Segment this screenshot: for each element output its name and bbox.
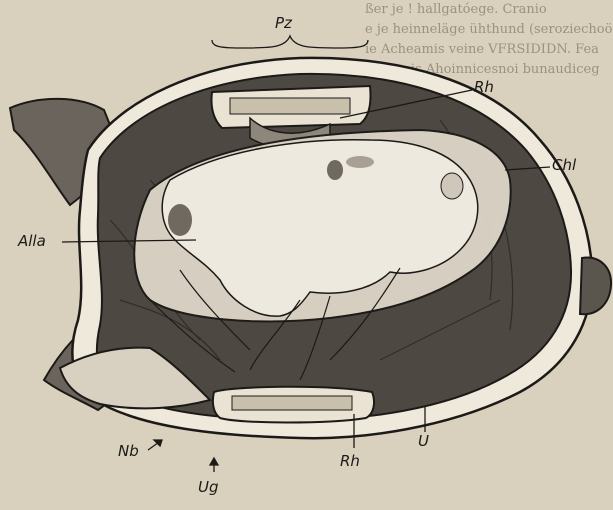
label-u: U	[418, 432, 429, 450]
cervix-bulge	[580, 258, 611, 315]
pigment-spot	[168, 204, 192, 236]
pigment-spot	[346, 156, 374, 168]
label-alla: Alla	[18, 232, 46, 250]
label-pz: Pz	[275, 14, 292, 32]
placental-stripes	[230, 98, 350, 114]
label-rh-bottom: Rh	[340, 452, 360, 470]
pigment-spot	[327, 160, 343, 180]
label-nb: Nb	[118, 442, 139, 460]
pz-bracket	[212, 36, 368, 48]
label-chl: Chl	[552, 156, 576, 174]
placental-stripes-bottom	[232, 396, 352, 410]
ug-arrowhead	[210, 458, 218, 465]
label-rh-top: Rh	[474, 78, 494, 96]
label-ug: Ug	[198, 478, 219, 496]
pigment-spot	[441, 173, 463, 199]
